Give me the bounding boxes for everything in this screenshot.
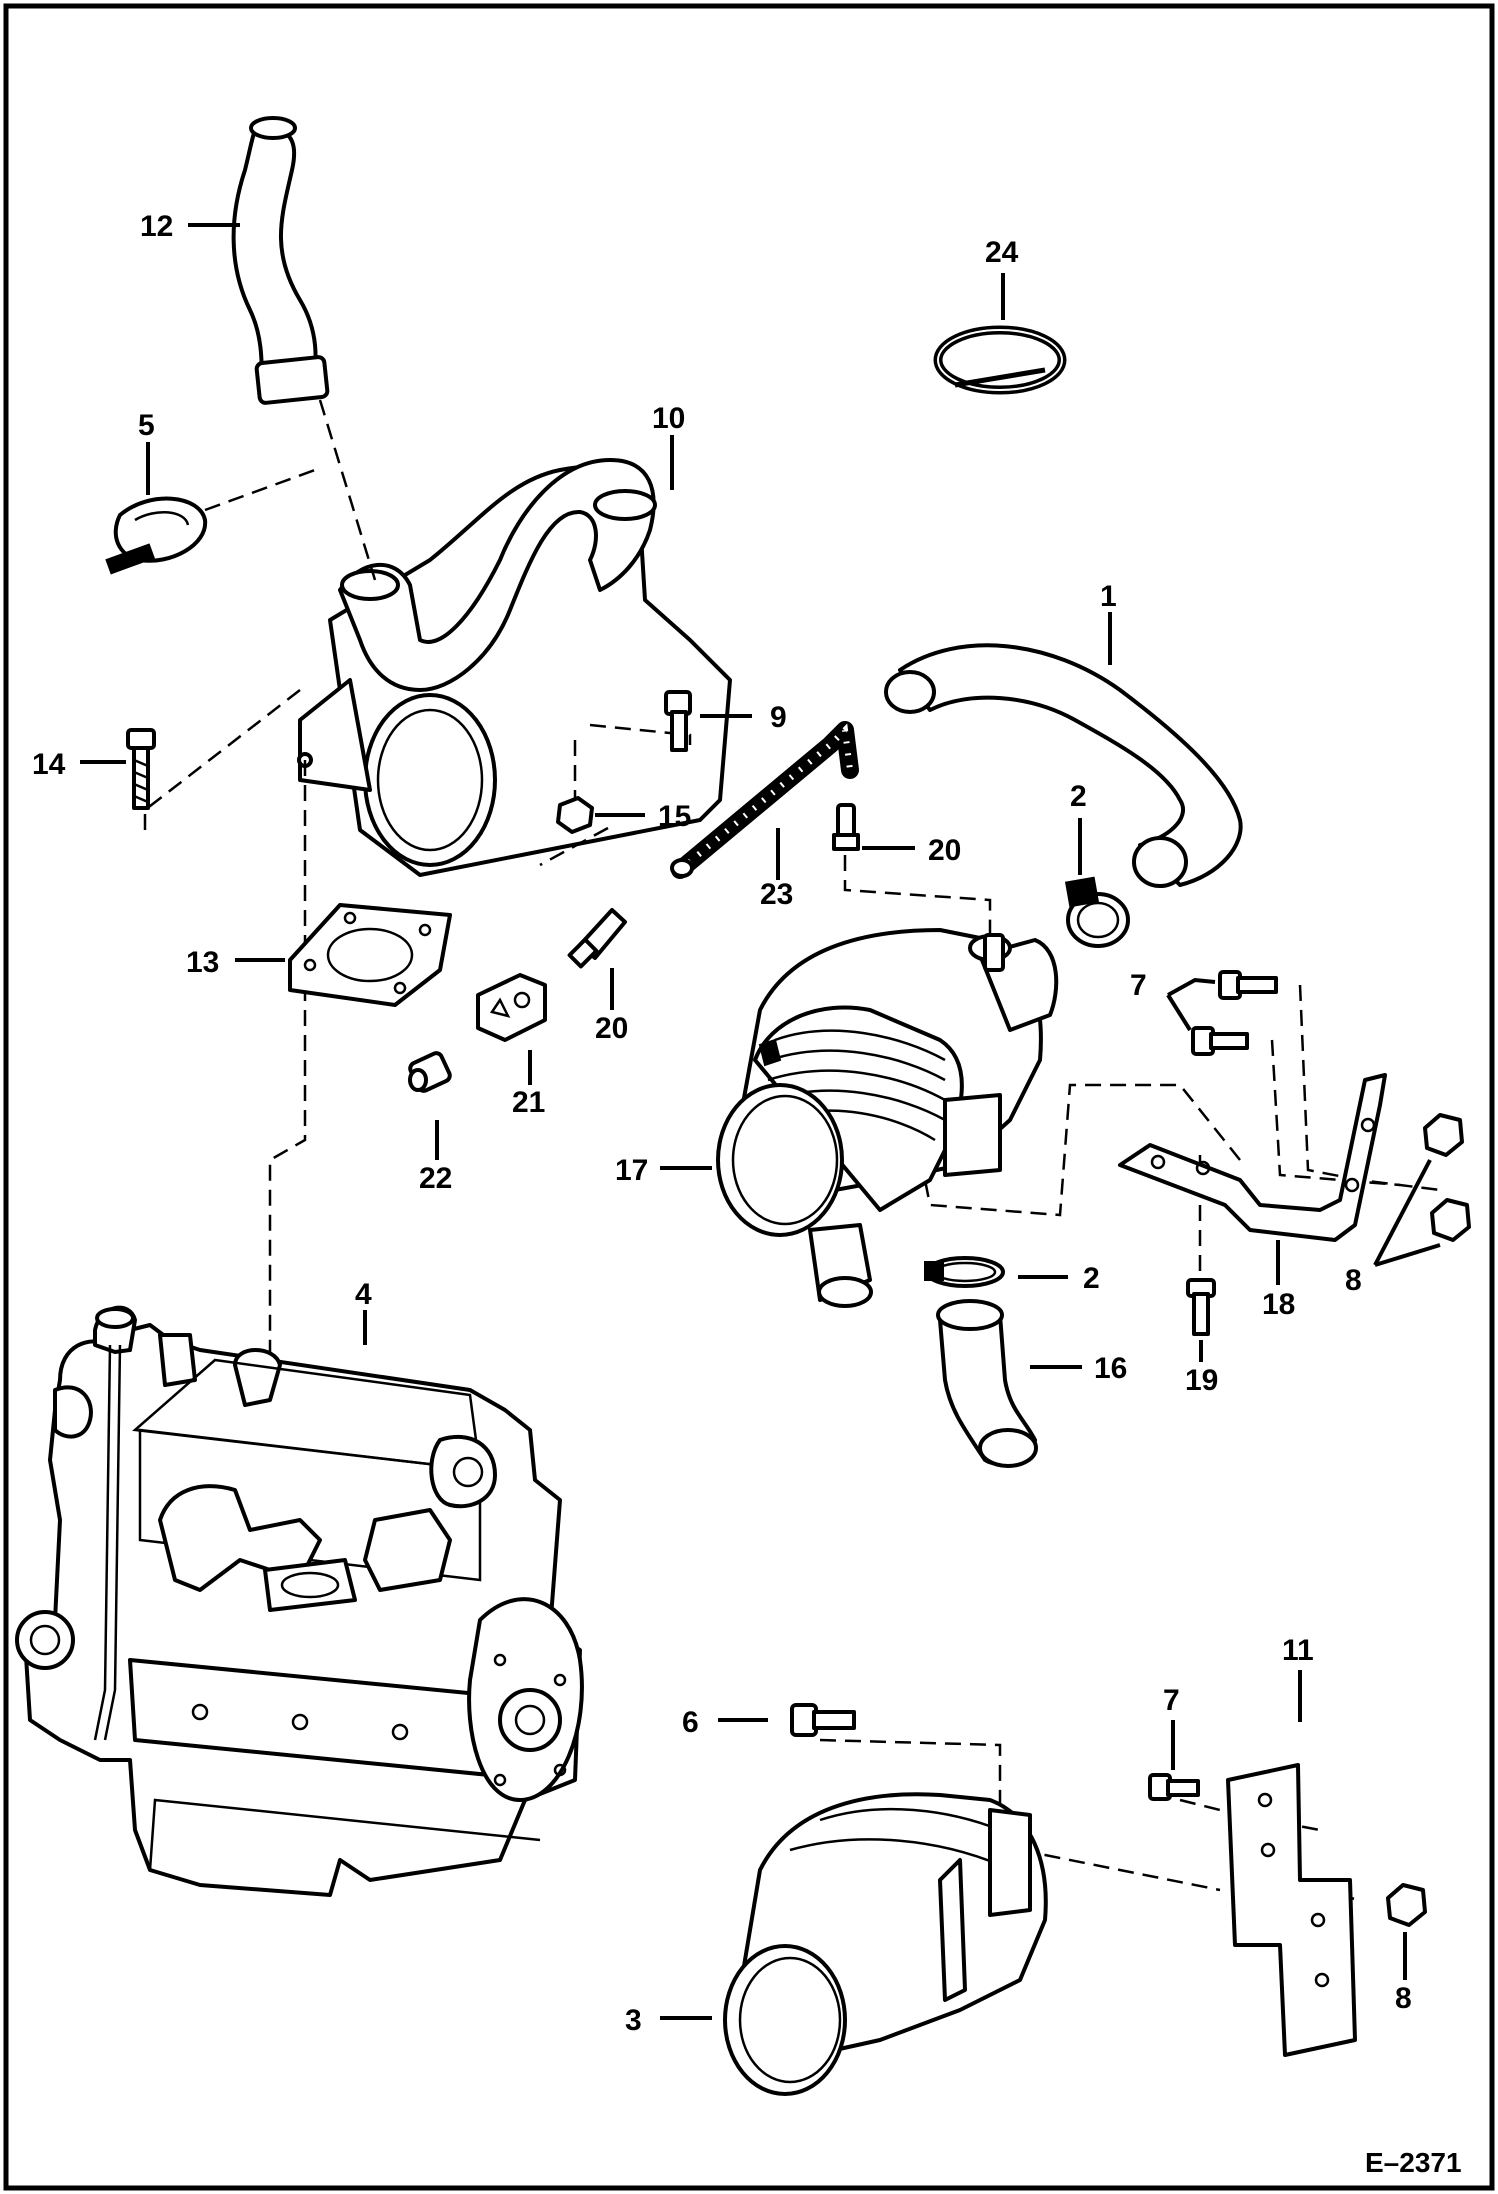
callout-3: 3 [625, 2004, 642, 2037]
callout-14: 14 [32, 748, 66, 781]
callout-18: 18 [1262, 1288, 1295, 1321]
part-15-nut [556, 796, 594, 834]
part-8-nut-upper-a [1423, 1113, 1464, 1157]
figure-ref-code: E–2371 [1365, 2147, 1462, 2178]
callout-23: 23 [760, 878, 793, 911]
part-10-muffler [297, 458, 732, 877]
callout-5: 5 [138, 409, 155, 442]
part-5-clamp [105, 496, 208, 575]
callout-leaders [80, 223, 1441, 2020]
callout-11: 11 [1282, 1634, 1314, 1667]
callout-8-lower: 8 [1395, 1982, 1412, 2015]
part-11-bracket [1226, 1763, 1357, 2057]
callout-8-upper: 8 [1345, 1264, 1362, 1297]
part-19-bolt [1186, 1278, 1216, 1336]
callout-2-upper: 2 [1070, 780, 1087, 813]
sheet-border [3, 3, 1495, 2191]
callout-20-upper: 20 [928, 834, 961, 867]
part-8-nut-lower [1386, 1883, 1427, 1927]
part-3-air-cleaner [723, 1792, 1048, 2096]
part-2-clamp-upper [1064, 876, 1130, 948]
part-7-bolt-upper-b [1191, 1026, 1249, 1056]
part-23-breather-tube [670, 721, 859, 879]
callout-labels: 12 5 10 14 9 15 23 20 13 20 21 22 1 2 7 … [32, 210, 1462, 2178]
callout-10: 10 [652, 402, 685, 435]
part-2-clamp-lower [924, 1256, 1005, 1288]
part-14-bolt [126, 728, 156, 810]
part-8-nut-upper-b [1430, 1198, 1471, 1242]
callout-24: 24 [985, 236, 1019, 269]
part-7-bolt-upper-a [1218, 970, 1278, 1000]
callout-12: 12 [140, 210, 173, 243]
part-7-bolt-lower [1148, 1773, 1200, 1801]
part-6-bolt [790, 1703, 856, 1737]
part-21-bracket [476, 973, 547, 1042]
callout-20-lower: 20 [595, 1012, 628, 1045]
callout-9: 9 [770, 701, 787, 734]
callout-16: 16 [1094, 1352, 1127, 1385]
part-13-gasket [288, 903, 452, 1007]
callout-1: 1 [1100, 580, 1117, 613]
callout-7-upper: 7 [1130, 969, 1147, 1002]
part-18-bracket [1118, 1073, 1387, 1242]
part-12-hose [231, 116, 330, 405]
callout-15: 15 [658, 800, 691, 833]
assembly-dash-lines [143, 399, 1441, 1902]
part-4-engine [15, 1305, 584, 1897]
callout-4: 4 [355, 1278, 372, 1311]
callout-19: 19 [1185, 1364, 1218, 1397]
part-17-air-cleaner [716, 928, 1059, 1308]
callout-17: 17 [615, 1154, 648, 1187]
callout-2-lower: 2 [1083, 1262, 1100, 1295]
callout-7-lower: 7 [1163, 1684, 1180, 1717]
part-16-elbow-hose [936, 1299, 1038, 1468]
callout-13: 13 [186, 946, 219, 979]
part-24-band [933, 325, 1067, 395]
callout-22: 22 [419, 1162, 452, 1195]
callout-21: 21 [512, 1086, 545, 1119]
part-1-hose [884, 643, 1243, 888]
callout-6: 6 [682, 1706, 699, 1739]
part-20-fitting-lower [567, 908, 627, 969]
part-20-fitting-upper [832, 803, 860, 851]
part-9-bolt [664, 690, 692, 752]
part-22-cap [408, 1051, 452, 1093]
